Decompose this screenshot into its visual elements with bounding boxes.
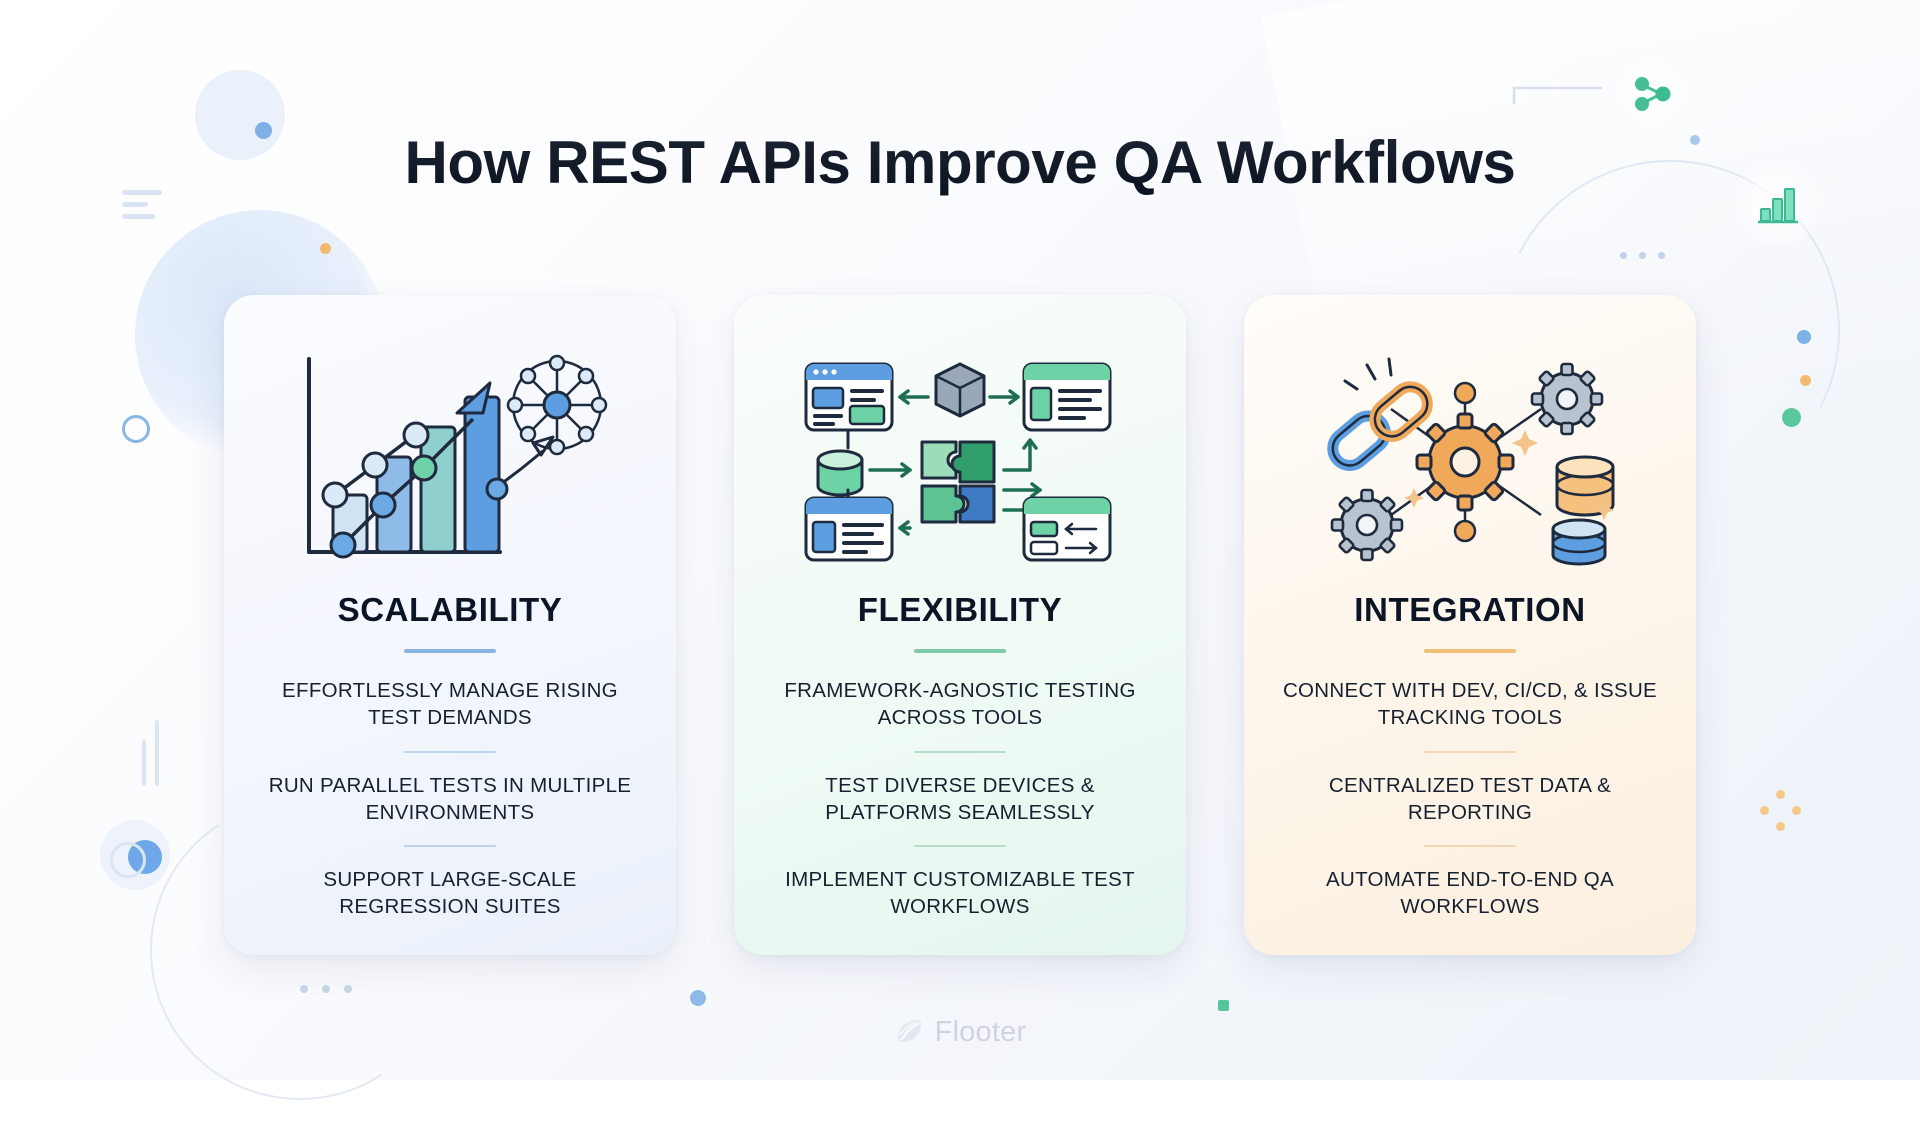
card-bullet: FRAMEWORK-AGNOSTIC TESTING ACROSS TOOLS <box>784 679 1136 730</box>
card-title-rule <box>1424 649 1516 653</box>
card-title: SCALABILITY <box>337 591 563 628</box>
card-bullet: CONNECT WITH DEV, CI/CD, & ISSUE TRACKIN… <box>1282 679 1658 730</box>
feature-card-scalability[interactable]: SCALABILITY EFFORTLESSLY MANAGE RISING T… <box>224 295 676 955</box>
card-bullet-list: FRAMEWORK-AGNOSTIC TESTING ACROSS TOOLS … <box>770 675 1150 923</box>
bullet-separator <box>404 750 496 753</box>
decorative-dot <box>1218 1000 1229 1011</box>
decorative-vertical-lines <box>142 720 159 786</box>
bullet-separator <box>404 845 496 847</box>
page-title: How REST APIs Improve QA Workflows <box>0 128 1920 197</box>
bar-chart-icon <box>1735 160 1821 246</box>
growth-bar-chart-network-icon <box>260 337 640 587</box>
gears-chain-database-icon <box>1280 337 1660 587</box>
footer-brand: Flooter <box>0 1015 1920 1050</box>
bullet-separator <box>1424 845 1516 847</box>
decorative-bracket <box>1512 86 1602 104</box>
card-bullet: AUTOMATE END-TO-END QA WORKFLOWS <box>1326 868 1614 919</box>
decorative-dot <box>1782 408 1801 427</box>
bullet-separator <box>914 845 1006 847</box>
card-bullet: CENTRALIZED TEST DATA & REPORTING <box>1328 773 1612 824</box>
decorative-dot <box>320 243 331 254</box>
decorative-dot <box>690 990 706 1006</box>
decorative-blob-small <box>195 70 285 160</box>
decorative-ring <box>110 842 146 878</box>
card-title-rule <box>914 649 1006 653</box>
decorative-dot <box>1800 375 1811 386</box>
card-bullet-list: CONNECT WITH DEV, CI/CD, & ISSUE TRACKIN… <box>1280 675 1660 923</box>
puzzle-integration-windows-icon <box>770 337 1150 587</box>
card-bullet: RUN PARALLEL TESTS IN MULTIPLE ENVIRONME… <box>268 773 632 824</box>
feature-card-flexibility[interactable]: FLEXIBILITY FRAMEWORK-AGNOSTIC TESTING A… <box>734 295 1186 955</box>
card-bullet: TEST DIVERSE DEVICES & PLATFORMS SEAMLES… <box>825 773 1095 824</box>
share-network-icon <box>1620 60 1684 124</box>
card-title: FLEXIBILITY <box>857 591 1063 628</box>
decorative-lines <box>122 190 162 226</box>
footer-brand-name: Flooter <box>934 1016 1027 1048</box>
feature-card-integration[interactable]: INTEGRATION CONNECT WITH DEV, CI/CD, & I… <box>1244 295 1696 955</box>
decorative-dotted-row <box>1620 252 1665 259</box>
decorative-dotted-row <box>300 985 352 993</box>
decorative-dot <box>1690 135 1700 145</box>
decorative-dot <box>255 122 272 139</box>
decorative-ring <box>122 415 150 443</box>
flooter-leaf-logo-icon <box>894 1015 924 1050</box>
card-bullet: EFFORTLESSLY MANAGE RISING TEST DEMANDS <box>282 679 618 730</box>
card-bullet: IMPLEMENT CUSTOMIZABLE TEST WORKFLOWS <box>785 868 1135 919</box>
feature-card-row: SCALABILITY EFFORTLESSLY MANAGE RISING T… <box>0 295 1920 955</box>
bullet-separator <box>914 750 1006 753</box>
card-bullet: SUPPORT LARGE-SCALE REGRESSION SUITES <box>323 868 577 919</box>
card-title-rule <box>404 649 496 653</box>
bullet-separator <box>1424 750 1516 753</box>
card-bullet-list: EFFORTLESSLY MANAGE RISING TEST DEMANDS … <box>260 675 640 923</box>
decorative-dot <box>1797 330 1811 344</box>
card-title: INTEGRATION <box>1354 591 1586 628</box>
